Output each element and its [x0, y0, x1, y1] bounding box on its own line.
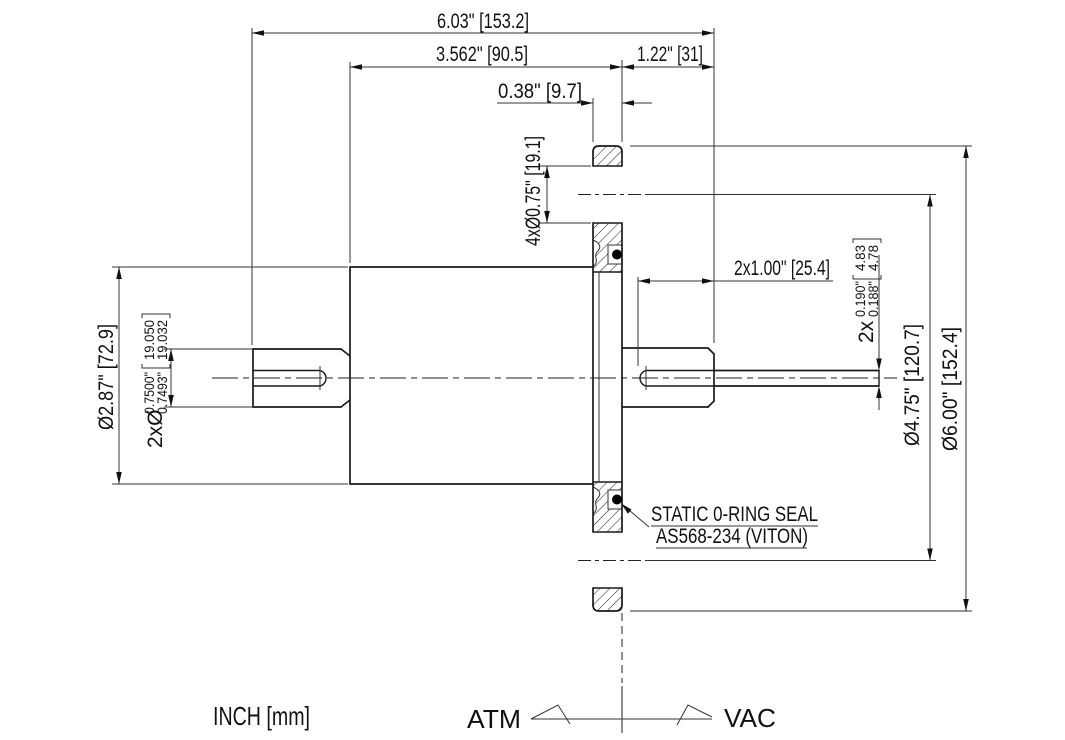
dim-shaft-left-upper: 0.7500" — [142, 372, 157, 414]
o-ring-note-line2: AS568-234 (VITON) — [656, 525, 808, 548]
bracket-close — [141, 313, 171, 318]
bracket-open — [852, 275, 882, 280]
dim-shaft-right-lower: 0.188" — [866, 281, 881, 317]
left-shaft — [252, 348, 351, 408]
dim-shaft-right-mm-lower: 4.78 — [866, 245, 881, 271]
dim-body-diameter: Ø2.87" [72.9] — [95, 324, 118, 430]
dim-shaft-right-upper: 0.190" — [853, 281, 868, 317]
atm-vac-direction-symbols — [530, 704, 713, 726]
dim-bolt-holes: 4xØ0.75" [19.1] — [522, 136, 545, 246]
dim-shaft-left-tolerance: 2xØ 0.7500" 0.7493" 19.050 19.032 — [141, 313, 171, 448]
atm-label: ATM — [467, 704, 521, 734]
dim-flange-to-hub-end: 1.22" [31] — [637, 43, 703, 66]
dim-shaft-left-lower: 0.7493" — [155, 372, 170, 414]
dim-flange-diameter: Ø6.00" [152.4] — [939, 327, 962, 451]
vacuum-shaft — [713, 369, 880, 387]
units-label: INCH [mm] — [213, 701, 310, 731]
dim-body-to-flange-face: 3.562" [90.5] — [436, 43, 528, 66]
centerlines — [212, 194, 897, 733]
dim-shaft-left-mm-upper: 19.050 — [142, 320, 157, 360]
o-ring-note-line1: STATIC 0-RING SEAL — [651, 503, 818, 526]
dim-shaft-right-tolerance: 2x 0.190" 0.188" 4.83 4.78 — [852, 238, 882, 343]
o-ring-dot-upper — [612, 249, 622, 260]
dim-shaft-right-prefix: 2x — [855, 320, 878, 343]
right-hub — [621, 347, 715, 408]
dim-hole-depth: 2x1.00" [25.4] — [734, 257, 830, 280]
dim-shaft-left-mm-lower: 19.032 — [155, 320, 170, 360]
bracket-open — [141, 364, 171, 369]
bracket-close — [852, 238, 882, 243]
vac-flow-symbol — [676, 704, 713, 726]
vac-label: VAC — [724, 703, 776, 733]
dim-shaft-left-prefix: 2xØ — [144, 409, 167, 448]
main-body — [349, 266, 594, 485]
flange-step-profile-lower — [593, 487, 600, 514]
flange-section-hatching — [592, 146, 622, 611]
dimension-lines — [112, 28, 972, 612]
dim-bolt-circle-diameter: Ø4.75" [120.7] — [901, 324, 924, 446]
flange-step-profile-upper — [593, 240, 600, 267]
atm-flow-symbol — [530, 704, 571, 725]
dim-flange-thickness: 0.38" [9.7] — [498, 80, 582, 103]
o-ring-dot-lower — [612, 494, 622, 505]
dim-overall-length: 6.03" [153.2] — [437, 10, 529, 33]
arrowheads — [116, 30, 969, 611]
dim-shaft-right-mm-upper: 4.83 — [853, 245, 868, 271]
